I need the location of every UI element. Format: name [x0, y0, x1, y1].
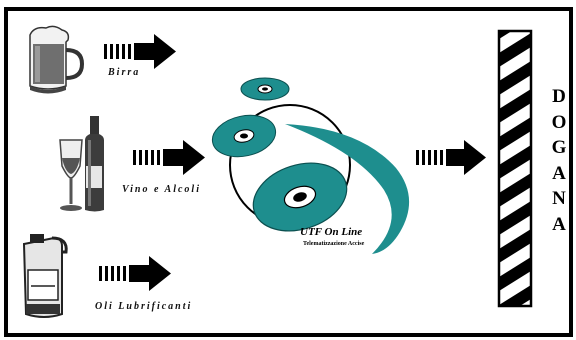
label-birra: Birra — [108, 67, 140, 78]
arrow-birra — [104, 34, 176, 69]
barrier-pole-icon — [499, 5, 531, 319]
label-oli-lubrificanti: Oli Lubrificanti — [95, 301, 192, 312]
arrow-vino — [133, 140, 205, 175]
dogana-letter: D — [547, 84, 571, 110]
disc-medium — [209, 110, 280, 162]
wine-bottle-glass-icon — [60, 116, 104, 212]
beer-mug-icon — [30, 26, 82, 93]
center-title: UTF On Line — [300, 226, 362, 238]
dogana-letter: O — [547, 110, 571, 136]
center-subtitle: Telematizzazione Accise — [303, 241, 364, 247]
dogana-letter: A — [547, 161, 571, 187]
disc-small — [241, 78, 289, 100]
dogana-letter: A — [547, 212, 571, 238]
dogana-letter: N — [547, 186, 571, 212]
dogana-letter: G — [547, 135, 571, 161]
oil-can-icon — [24, 234, 66, 317]
arrow-dogana — [416, 140, 486, 175]
dogana-label: D O G A N A — [547, 84, 571, 237]
label-vino-alcoli: Vino e Alcoli — [122, 184, 201, 195]
arrow-oli — [99, 256, 171, 291]
